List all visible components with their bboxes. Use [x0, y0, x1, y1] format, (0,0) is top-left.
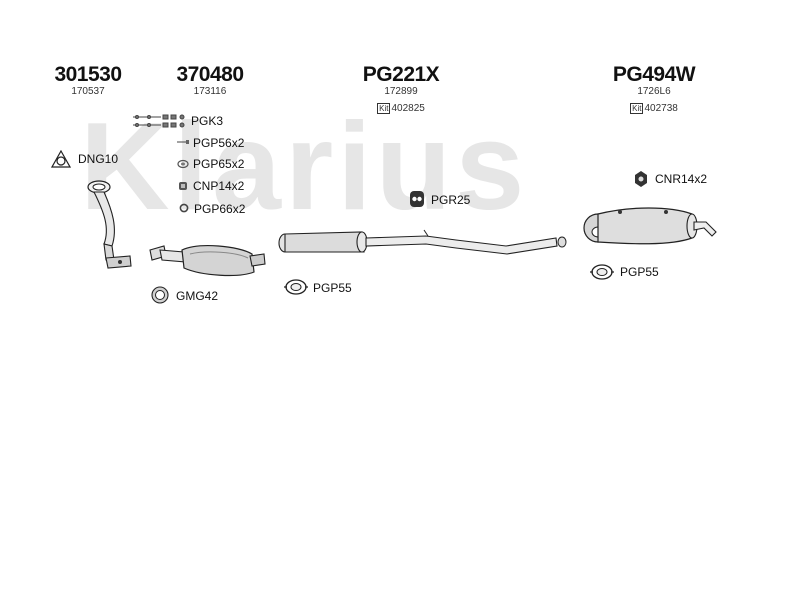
part-number[interactable]: PG221X	[362, 63, 440, 86]
part-header-pg221x: PG221X 172899 Kit 402825	[356, 64, 446, 116]
fitting-label-pgp56[interactable]: PGP56x2	[193, 136, 245, 150]
part-header-pg494w: PG494W 1726L6 Kit 402738	[604, 64, 704, 116]
sealing-ring-icon	[150, 285, 170, 305]
kit-reference: Kit 402825	[377, 103, 425, 115]
kit-reference: Kit 402738	[630, 103, 678, 115]
clamp-icon	[590, 263, 614, 281]
kit-tag: Kit	[630, 103, 644, 114]
front-pipe-icon	[84, 178, 136, 272]
kit-tag: Kit	[377, 103, 391, 114]
fitting-label-pgk3[interactable]: PGK3	[191, 114, 224, 128]
part-number[interactable]: 301530	[54, 63, 122, 86]
middle-silencer-icon	[276, 226, 570, 260]
nut-icon	[177, 181, 189, 191]
fitting-label-pgr25[interactable]: PGR25	[431, 193, 471, 207]
part-header-301530: 301530 170537	[50, 64, 126, 98]
fitting-label-dng10[interactable]: DNG10	[78, 152, 119, 166]
fitting-label-pgp55-middle[interactable]: PGP55	[313, 281, 352, 295]
fitting-label-cnr14[interactable]: CNR14x2	[655, 172, 708, 186]
flange-nut-icon	[634, 170, 648, 188]
rear-silencer-icon	[580, 204, 720, 248]
part-number[interactable]: 370480	[176, 63, 244, 86]
part-number[interactable]: PG494W	[612, 63, 696, 86]
spring-icon	[176, 159, 190, 169]
part-reference: 1726L6	[637, 86, 671, 97]
clamp-icon	[284, 278, 308, 296]
part-reference: 173116	[193, 86, 227, 97]
bolt-kit-icon	[131, 113, 187, 129]
part-reference: 170537	[71, 86, 105, 97]
fitting-label-gmg42[interactable]: GMG42	[176, 289, 219, 303]
catalytic-converter-icon	[144, 240, 266, 280]
rubber-mount-icon	[408, 189, 426, 209]
bolt-icon	[176, 138, 190, 146]
washer-icon	[179, 203, 189, 213]
fitting-label-pgp55-rear[interactable]: PGP55	[620, 265, 659, 279]
part-header-370480: 370480 173116	[172, 64, 248, 98]
fitting-label-pgp65[interactable]: PGP65x2	[193, 157, 245, 171]
kit-number[interactable]: 402738	[644, 102, 678, 114]
part-reference: 172899	[384, 86, 418, 97]
klarius-watermark: Klarius	[80, 98, 529, 236]
kit-number[interactable]: 402825	[391, 102, 425, 114]
fitting-label-cnp14[interactable]: CNP14x2	[193, 179, 245, 193]
gasket-icon	[51, 150, 71, 168]
fitting-label-pgp66[interactable]: PGP66x2	[194, 202, 246, 216]
